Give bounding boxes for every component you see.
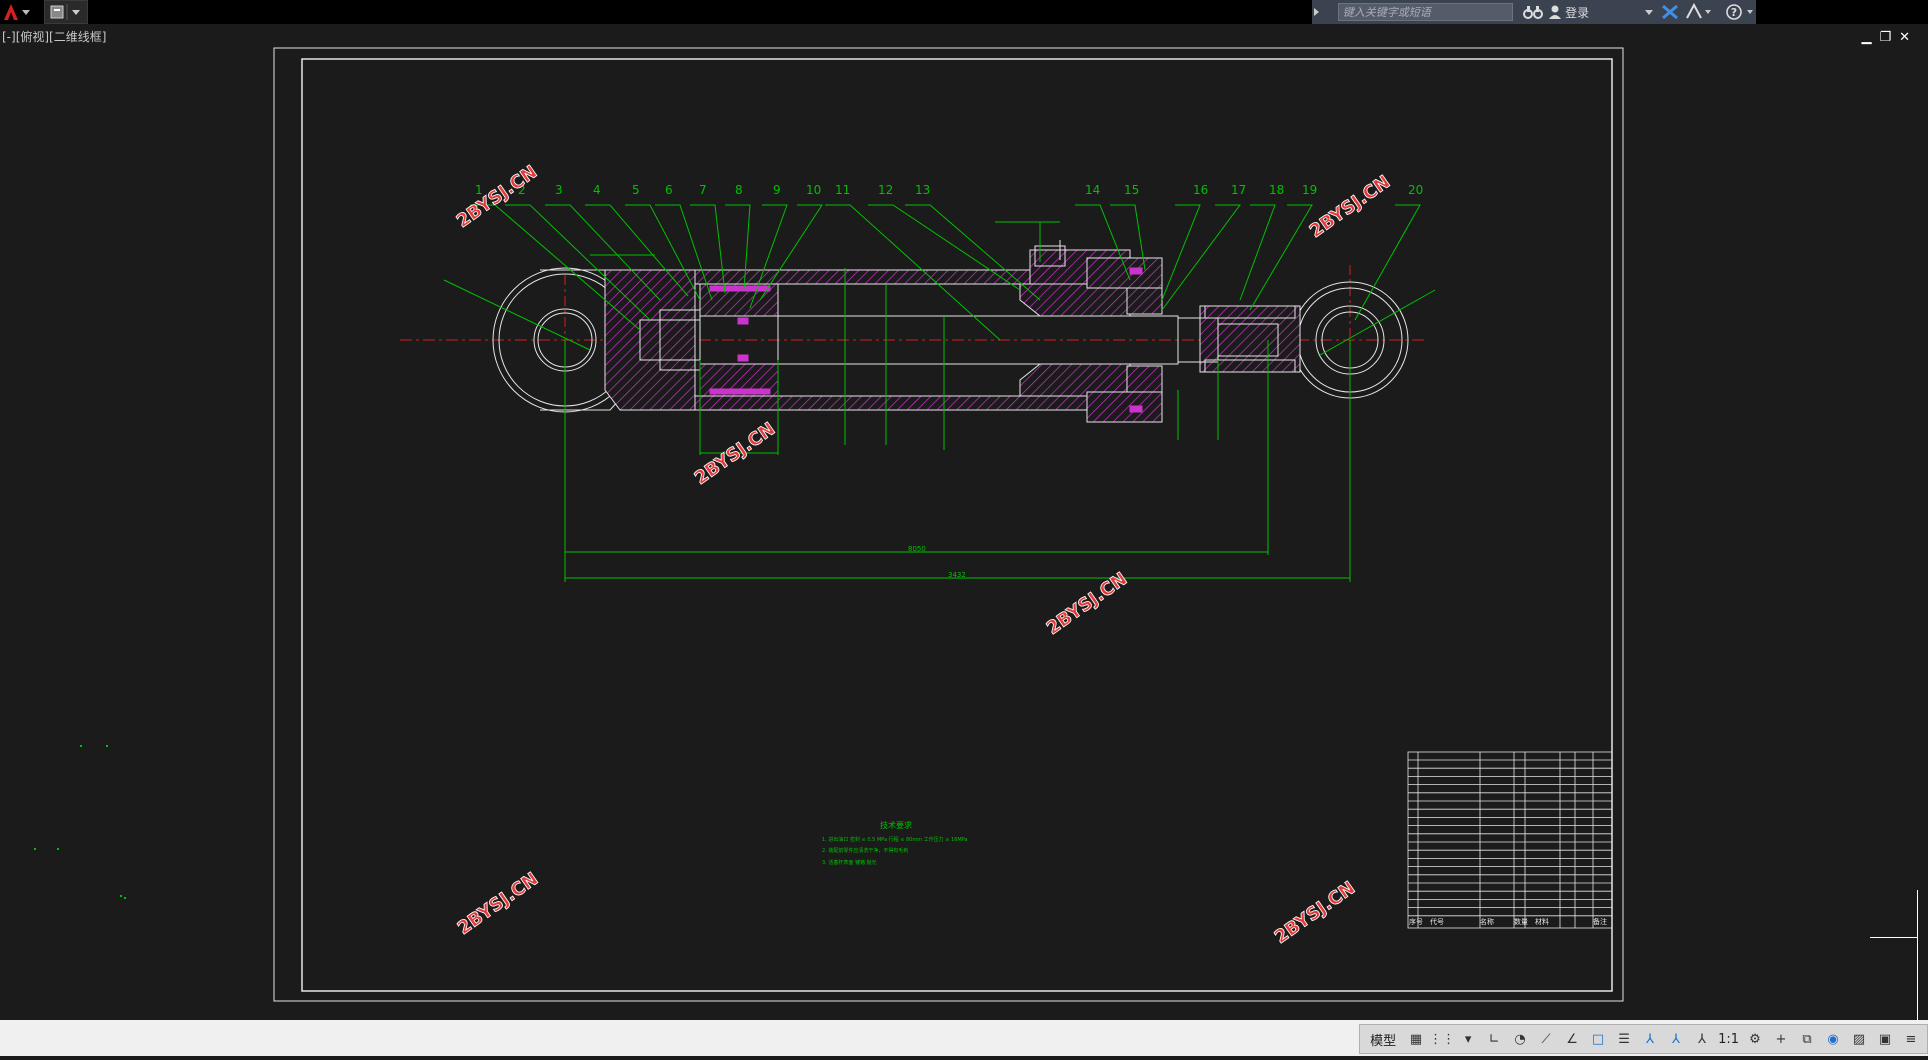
exchange-apps-icon[interactable] [1657, 0, 1682, 24]
help-icon[interactable]: ? [1723, 0, 1756, 24]
application-menu-button[interactable] [0, 0, 40, 24]
balloon-number: 3 [555, 183, 563, 197]
cylinder-section-hatching [604, 249, 1301, 423]
viewport-controls-label[interactable]: [-][俯视][二维线框] [2, 30, 107, 44]
header-material: 材料 [1535, 917, 1549, 926]
expand-arrow-icon[interactable] [1312, 0, 1322, 24]
balloon-number: 1 [475, 183, 483, 197]
balloon-number: 2 [518, 183, 526, 197]
note-line-3: 3. 活塞杆表面 镀铬 抛光 [822, 859, 877, 866]
cursor-crosshair-vertical [1917, 890, 1918, 1020]
header-code: 代号 [1430, 917, 1444, 926]
piston-rod [639, 240, 1279, 371]
lineweight-icon[interactable]: ☰ [1618, 1031, 1630, 1047]
application-title-bar: 键入关键字或短语 登录 ? [0, 0, 1928, 24]
restore-icon[interactable]: ❐ [1879, 30, 1892, 45]
minimize-icon[interactable]: ▁ [1861, 30, 1872, 45]
header-remark: 备注 [1593, 917, 1607, 926]
hardware-acceleration-icon[interactable]: ▨ [1852, 1031, 1866, 1047]
watermark-text: 2BYSJ.CN [1306, 172, 1394, 243]
snap-icon[interactable]: ⋮⋮ [1429, 1031, 1456, 1047]
status-bar: 模型 ▦ ⋮⋮ ▾ ∟ ◔ ⟋ ∠ □ ☰ ⅄ ⅄ ⅄ 1:1 ⚙ + ⧉ ◉ … [0, 1020, 1928, 1056]
watermark-text: 2BYSJ.CN [691, 419, 779, 490]
clean-screen-icon[interactable]: ▣ [1878, 1031, 1892, 1047]
polar-tracking-icon[interactable]: ◔ [1514, 1031, 1526, 1047]
balloon-number: 17 [1231, 183, 1246, 197]
chevron-down-icon[interactable]: ▾ [1464, 1031, 1472, 1047]
annotation-scale-icon[interactable]: ⅄ [1698, 1031, 1707, 1047]
chevron-down-icon[interactable] [1643, 0, 1657, 24]
dim-inner-label: 8050 [908, 545, 926, 553]
balloon-number: 6 [665, 183, 673, 197]
header-index: 序号 [1409, 917, 1423, 926]
note-line-2: 2. 装配前零件应清洗干净，不得有毛刺 [822, 847, 908, 854]
header-name: 名称 [1480, 917, 1494, 926]
balloon-number: 8 [735, 183, 743, 197]
balloon-number: 15 [1124, 183, 1139, 197]
balloon-number: 5 [632, 183, 640, 197]
isodraft-icon[interactable]: ⟋ [1541, 1031, 1551, 1047]
login-link[interactable]: 登录 [1565, 5, 1590, 20]
header-qty: 数量 [1514, 917, 1528, 926]
watermark-text: 2BYSJ.CN [1271, 878, 1359, 949]
info-center-bar: 键入关键字或短语 登录 ? [1312, 0, 1756, 24]
parts-list-table [1407, 751, 1613, 929]
status-bar-controls: 模型 ▦ ⋮⋮ ▾ ∟ ◔ ⟋ ∠ □ ☰ ⅄ ⅄ ⅄ 1:1 ⚙ + ⧉ ◉ … [1359, 1024, 1928, 1054]
balloon-number: 7 [699, 183, 707, 197]
annotation-scale-value[interactable]: 1:1 [1718, 1031, 1739, 1047]
note-line-1: 1. 进出油口 密封 ≤ 0.5 MPa 行程 ≤ 80mm 工作压力 ≥ 16… [822, 836, 968, 843]
balloon-number: 14 [1085, 183, 1100, 197]
autodesk-a360-icon[interactable] [1682, 0, 1713, 24]
search-input[interactable]: 键入关键字或短语 [1337, 3, 1514, 21]
leader-lines [443, 204, 1436, 582]
parts-list-headers: 序号 代号 名称 数量 材料 备注 [1409, 917, 1607, 926]
quick-access-icon [50, 4, 80, 20]
close-icon[interactable]: ✕ [1899, 30, 1910, 45]
dimension-labels: 8050 3432 [908, 545, 966, 579]
annotation-visibility-icon[interactable]: ⅄ [1646, 1031, 1655, 1047]
dim-outer-label: 3432 [948, 571, 966, 579]
plus-icon[interactable]: + [1775, 1031, 1787, 1047]
cursor-crosshair [1870, 937, 1918, 938]
svg-text:?: ? [1731, 6, 1737, 19]
autocad-logo-icon [4, 4, 30, 20]
seals [709, 267, 1143, 413]
drawing-window-controls: ▁ ❐ ✕ [1861, 30, 1910, 45]
menu-icon[interactable]: ≡ [1905, 1031, 1917, 1047]
sheet-inner-border [301, 58, 1613, 992]
user-icon [1548, 5, 1561, 19]
ortho-icon[interactable]: ∟ [1488, 1031, 1500, 1047]
stray-points [34, 745, 126, 899]
balloon-number: 4 [593, 183, 601, 197]
watermark-text: 2BYSJ.CN [453, 162, 541, 233]
watermark-text: 2BYSJ.CN [454, 869, 542, 940]
balloon-number: 13 [915, 183, 930, 197]
balloon-number: 20 [1408, 183, 1423, 197]
sheet-outer-border [273, 47, 1624, 1002]
balloon-number: 10 [806, 183, 821, 197]
isolate-objects-icon[interactable]: ◉ [1827, 1031, 1839, 1047]
watermark-text: 2BYSJ.CN [1043, 569, 1131, 640]
technical-notes: 技术要求 1. 进出油口 密封 ≤ 0.5 MPa 行程 ≤ 80mm 工作压力… [822, 820, 968, 866]
balloon-number: 16 [1193, 183, 1208, 197]
auto-scale-icon[interactable]: ⅄ [1672, 1031, 1681, 1047]
gear-icon[interactable]: ⚙ [1749, 1031, 1761, 1047]
balloon-number: 12 [878, 183, 893, 197]
balloon-number: 19 [1302, 183, 1317, 197]
object-snap-icon[interactable]: □ [1591, 1031, 1605, 1047]
grid-icon[interactable]: ▦ [1409, 1031, 1423, 1047]
balloon-number: 9 [773, 183, 781, 197]
balloon-number: 11 [835, 183, 850, 197]
model-space-button[interactable]: 模型 [1370, 1033, 1397, 1049]
units-icon[interactable]: ⧉ [1802, 1031, 1812, 1047]
quick-access-toolbar[interactable] [44, 0, 88, 24]
object-snap-tracking-icon[interactable]: ∠ [1566, 1031, 1578, 1047]
notes-title: 技术要求 [880, 820, 912, 830]
balloon-number: 18 [1269, 183, 1284, 197]
binoculars-icon[interactable] [1519, 0, 1546, 24]
